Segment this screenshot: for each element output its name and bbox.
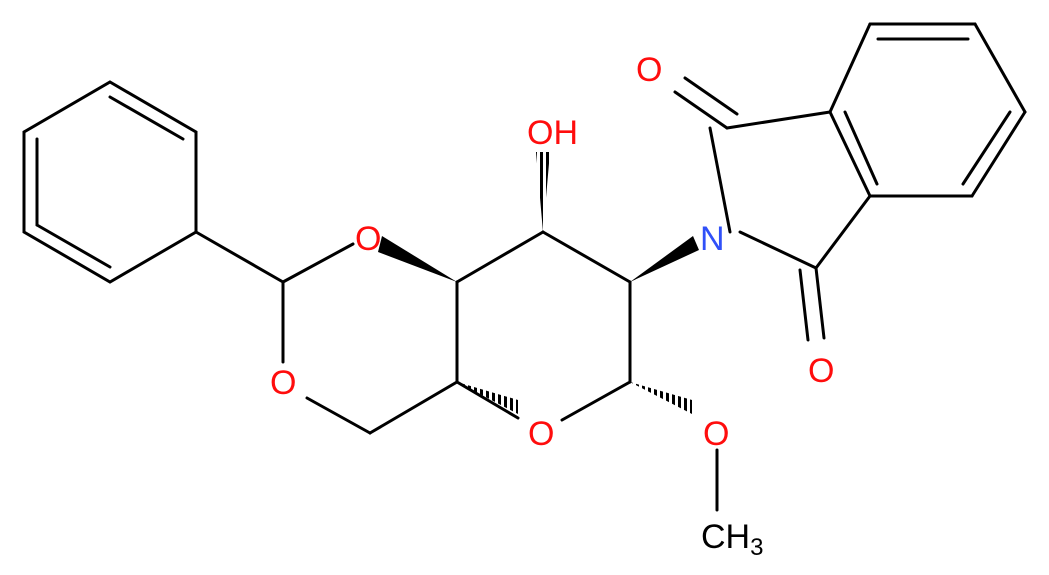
wedge-bond-n <box>630 236 699 282</box>
pyranose-ring <box>455 230 632 422</box>
oxygen-label-carbonyl-top: O <box>636 51 662 89</box>
oxygen-label-pyranose: O <box>528 415 554 453</box>
hydroxyl-label: OH <box>527 114 578 152</box>
phenyl-ring <box>22 80 198 284</box>
methyl-label: CH3 <box>701 518 763 561</box>
hash-bond-c1-ome <box>630 382 692 414</box>
carbonyl-top <box>673 76 739 130</box>
wedge-bond-o-ring <box>378 236 457 282</box>
imide-ring <box>708 110 872 270</box>
methyl-label-subscript: 3 <box>750 534 763 561</box>
phenyl-to-acetal-bond <box>194 230 285 284</box>
oxygen-label-dioxane-bottom: O <box>270 364 296 402</box>
carbonyl-bottom <box>798 266 826 342</box>
hash-bond-c4-o <box>457 382 518 414</box>
methyl-label-main: CH <box>701 518 750 556</box>
oxygen-label-carbonyl-bottom: O <box>808 352 834 390</box>
nitrogen-label: N <box>700 220 725 258</box>
hash-bond-oh <box>536 152 550 232</box>
dioxane-ring <box>281 242 459 435</box>
oxygen-label-dioxane-top: O <box>355 220 381 258</box>
benzo-ring <box>828 22 1027 198</box>
oxygen-label-methoxy: O <box>703 415 729 453</box>
